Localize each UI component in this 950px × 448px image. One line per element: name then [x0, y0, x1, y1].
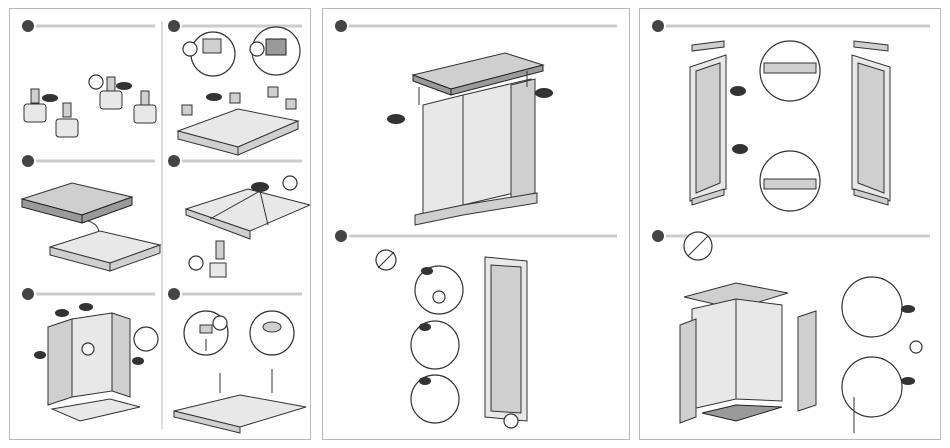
- step-3-header: [22, 155, 155, 167]
- step-1-feet-illustration: [24, 75, 156, 137]
- step-10-hang-doors-illustration: [680, 232, 922, 433]
- no-power-drill-icon: [684, 232, 712, 260]
- instruction-page-1: [9, 8, 311, 440]
- step-5-walls-illustration: [34, 303, 158, 421]
- step-8-header: [335, 230, 617, 242]
- page-3-drawing: [640, 9, 940, 439]
- step-8-door-illustration: [376, 250, 527, 428]
- instruction-page-2: [322, 8, 630, 440]
- instruction-page-3: [639, 8, 941, 440]
- step-4-header: [168, 155, 302, 167]
- page-1-drawing: [10, 9, 310, 439]
- step-1-header: [22, 20, 155, 32]
- page-2-drawing: [323, 9, 629, 439]
- step-4-shelf-illustration: [186, 176, 310, 277]
- step-6-screws-illustration: [174, 311, 306, 433]
- step-5-header: [22, 288, 155, 300]
- no-power-drill-icon: [376, 250, 396, 270]
- step-7-cabinet-top-illustration: [387, 53, 553, 225]
- step-9-header: [652, 20, 930, 32]
- step-9-door-frames-illustration: [690, 41, 890, 211]
- step-3-flip-illustration: [22, 183, 160, 271]
- step-7-header: [335, 20, 617, 32]
- step-6-header: [168, 288, 302, 300]
- step-2-base-illustration: [178, 27, 300, 155]
